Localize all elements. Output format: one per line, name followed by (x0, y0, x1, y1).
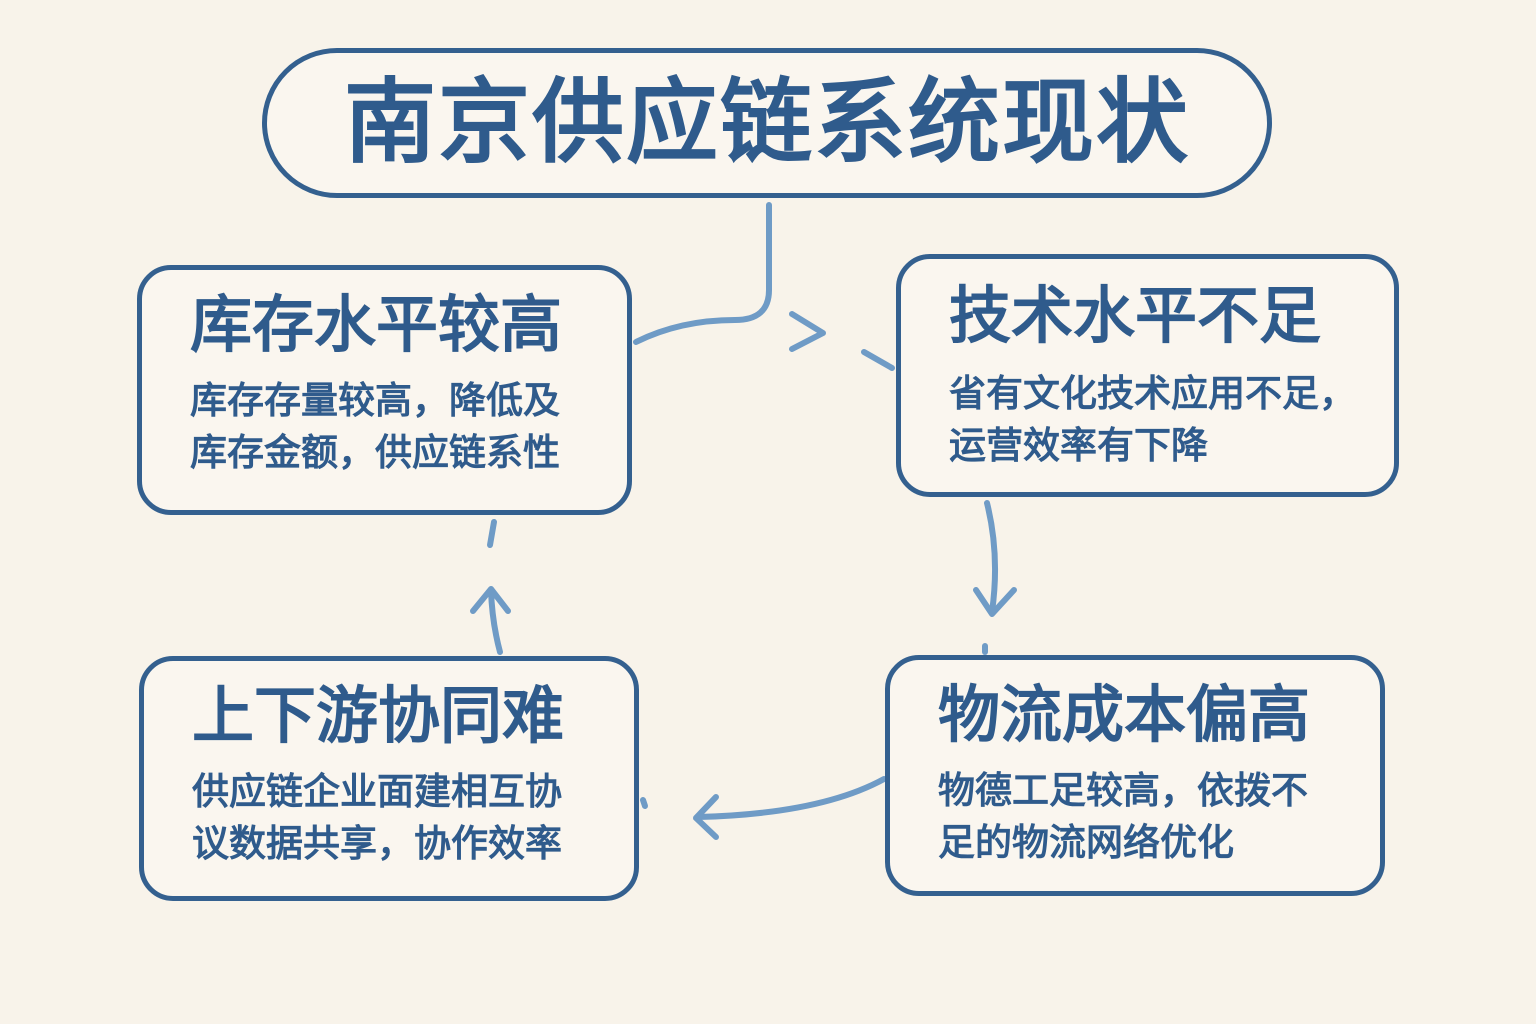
title-connector (633, 202, 772, 345)
card-tech-line-1: 省有文化技术应用不足， (949, 372, 1356, 416)
card-collab-line-1: 供应链企业面建相互协 (192, 770, 562, 814)
card-tech: 技术水平不足 省有文化技术应用不足， 运营效率有下降 (896, 254, 1399, 497)
tech-inbound-stub (861, 349, 895, 371)
card-logistics-title: 物流成本偏高 (938, 678, 1311, 751)
logistics-to-collab-arrowhead-icon (693, 794, 719, 840)
card-inventory: 库存水平较高 库存存量较高，降低及 库存金额，供应链系性 (137, 265, 632, 515)
tech-to-logistics-arrowhead-icon (973, 587, 1017, 617)
tech-to-logistics-line (984, 500, 999, 615)
title-box: 南京供应链系统现状 (262, 48, 1272, 198)
collab-to-inventory-line (488, 587, 503, 655)
diagram-title: 南京供应链系统现状 (343, 69, 1190, 176)
card-logistics-line-2: 足的物流网络优化 (938, 821, 1234, 865)
card-inventory-line-2: 库存金额，供应链系性 (190, 431, 560, 475)
collab-to-inventory-arrowhead-icon (470, 586, 511, 614)
inventory-stub (487, 519, 497, 548)
card-collab-body: 供应链企业面建相互协 议数据共享，协作效率 (192, 766, 610, 870)
logistics-to-collab-line (695, 776, 887, 820)
collab-stub (640, 797, 648, 809)
card-logistics-line-1: 物德工足较高，依拨不 (938, 769, 1308, 813)
card-inventory-body: 库存存量较高，降低及 库存金额，供应链系性 (190, 375, 603, 479)
card-collab-line-2: 议数据共享，协作效率 (192, 822, 562, 866)
arrow-to-tech-icon (789, 311, 826, 352)
card-logistics-body: 物德工足较高，依拨不 足的物流网络优化 (938, 765, 1356, 869)
card-inventory-line-1: 库存存量较高，降低及 (190, 379, 560, 423)
card-logistics: 物流成本偏高 物德工足较高，依拨不 足的物流网络优化 (885, 655, 1385, 896)
card-tech-line-2: 运营效率有下降 (949, 424, 1208, 468)
card-collab-title: 上下游协同难 (192, 679, 565, 752)
card-collab: 上下游协同难 供应链企业面建相互协 议数据共享，协作效率 (139, 656, 639, 901)
card-tech-body: 省有文化技术应用不足， 运营效率有下降 (949, 368, 1370, 472)
card-tech-title: 技术水平不足 (949, 279, 1322, 352)
card-inventory-title: 库存水平较高 (190, 288, 563, 361)
